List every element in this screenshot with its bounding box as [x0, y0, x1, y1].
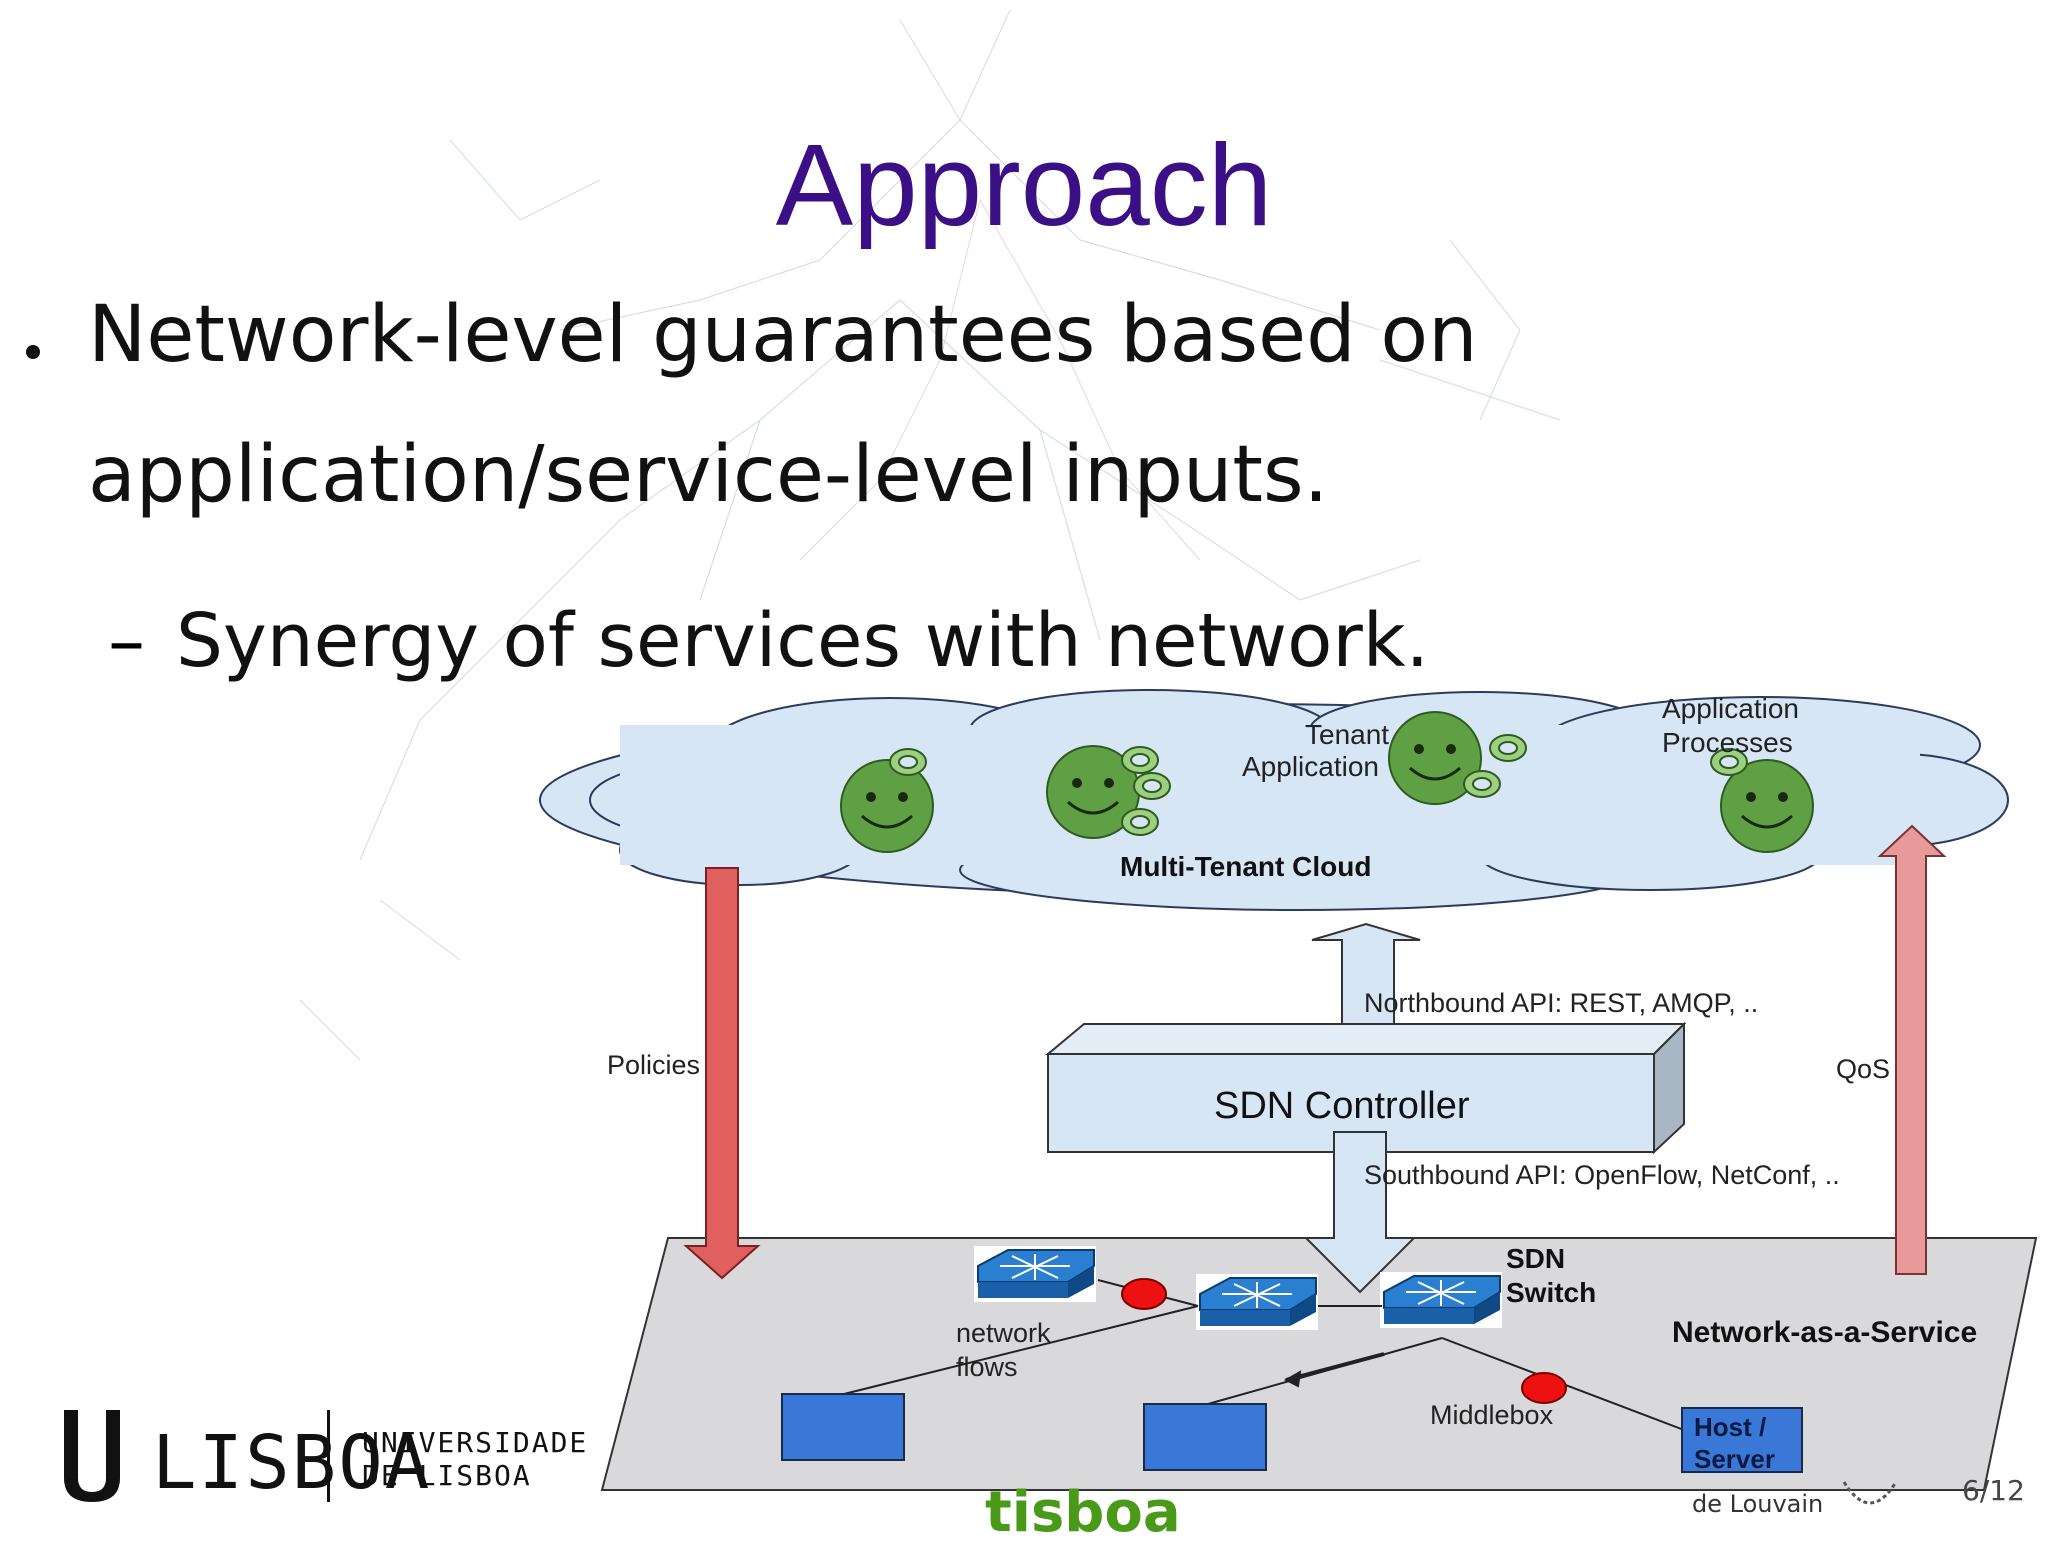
middlebox-dot — [1521, 1372, 1567, 1404]
tenant-app-label-1: Tenant — [1305, 719, 1389, 750]
host-label-1: Host / — [1694, 1412, 1766, 1442]
app-processes-label-1: Application — [1662, 693, 1799, 724]
process-rings — [889, 734, 1748, 836]
qos-label: QoS — [1836, 1054, 1890, 1084]
host-box — [1143, 1403, 1267, 1471]
middlebox-label: Middlebox — [1430, 1400, 1554, 1430]
logo-univ-line-1: UNIVERSIDADE — [362, 1426, 589, 1459]
switch-icon — [1380, 1272, 1502, 1328]
flows-label-1: network — [956, 1318, 1051, 1348]
logo-divider — [327, 1410, 330, 1502]
host-server-box — [1681, 1407, 1803, 1473]
page-number: 6/12 — [1962, 1474, 2025, 1507]
middlebox-dot — [1121, 1278, 1167, 1310]
slide-title: Approach — [775, 120, 1273, 250]
southbound-label: Southbound API: OpenFlow, NetConf, .. — [1364, 1160, 1840, 1190]
sub-bullet-marker: – — [108, 598, 145, 684]
app-processes-label-2: Processes — [1662, 727, 1793, 758]
logo-univ-line-2: DE LISBOA — [362, 1459, 532, 1492]
tenant-face-4 — [1720, 759, 1814, 853]
tenant-face-3 — [1388, 711, 1482, 805]
switch-label-1: SDN — [1506, 1243, 1565, 1274]
switch-icon — [1196, 1274, 1318, 1330]
network-links — [843, 1279, 1685, 1431]
switch-label-2: Switch — [1506, 1277, 1596, 1308]
logo-university-text: UNIVERSIDADE DE LISBOA — [362, 1426, 588, 1492]
flows-label-2: flows — [956, 1352, 1018, 1382]
northbound-arrow — [1311, 922, 1421, 1039]
logo-lisboa-word: LISBOA — [152, 1420, 432, 1506]
naas-label: Network-as-a-Service — [1672, 1316, 1977, 1349]
bullet-1-continued: application/service-level inputs. — [88, 430, 1329, 520]
controller-label: SDN Controller — [1214, 1085, 1470, 1127]
bullet-1: Network-level guarantees based on — [88, 290, 1478, 380]
southbound-arrow — [1303, 1131, 1417, 1294]
louvain-seal-icon — [1842, 1481, 1898, 1505]
tenant-face-1 — [840, 759, 934, 853]
tenant-app-label-2: Application — [1242, 751, 1379, 782]
cloud-label: Multi-Tenant Cloud — [1120, 851, 1371, 882]
ulisboa-u-logo — [64, 1410, 120, 1502]
qos-arrow — [1877, 824, 1947, 1275]
northbound-label: Northbound API: REST, AMQP, .. — [1364, 988, 1758, 1018]
sub-bullet: Synergy of services with network. — [176, 598, 1430, 684]
partial-lisboa-logo: tisboa — [985, 1480, 1181, 1545]
policies-arrow — [683, 867, 761, 1280]
bullet-dot — [26, 345, 40, 359]
host-box — [781, 1393, 905, 1461]
policies-label: Policies — [607, 1050, 700, 1080]
host-label-2: Server — [1694, 1444, 1775, 1474]
switch-icon — [974, 1246, 1096, 1302]
louvain-logo-text: de Louvain — [1692, 1490, 1824, 1518]
